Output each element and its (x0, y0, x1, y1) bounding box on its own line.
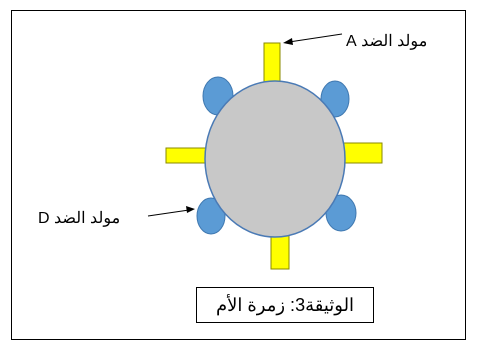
antigen-a-left (165, 147, 208, 164)
arrow-antigen-d (147, 206, 195, 217)
figure-caption: الوثيقة3: زمرة الأم (196, 287, 374, 323)
antigen-a-label: مولد الضد A (346, 33, 428, 50)
antigen-d-label: مولد الضد D (38, 210, 121, 227)
arrow-antigen-a (283, 33, 343, 45)
red-blood-cell (204, 80, 346, 238)
antigen-d-bottom-left (196, 197, 226, 235)
antigen-a-top (263, 42, 281, 85)
